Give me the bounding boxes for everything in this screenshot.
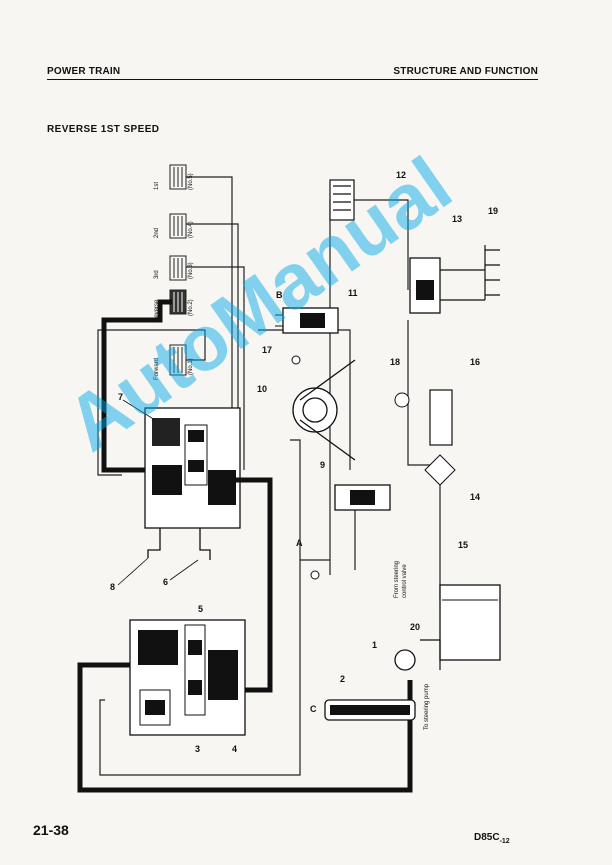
clutch-label-forward: Forward — [154, 358, 160, 380]
tank — [439, 584, 501, 661]
valve-9 — [334, 484, 391, 511]
clutch-no-4: (No.4) — [188, 221, 194, 238]
oil-cooler — [329, 179, 355, 221]
case-16 — [429, 389, 453, 446]
valve-11 — [275, 307, 339, 334]
callout-8: 8 — [110, 582, 115, 592]
check-valve-14 — [424, 454, 456, 486]
main-pressure-line — [225, 477, 273, 693]
clutch-pack-no5 — [169, 164, 187, 190]
clutch-label-reverse: Reverse — [154, 299, 160, 322]
reverse-pressure-line — [101, 299, 172, 473]
callout-1: 1 — [372, 640, 377, 650]
clutch-label-2nd: 2nd — [154, 228, 160, 238]
callout-15: 15 — [458, 540, 468, 550]
callout-3: 3 — [195, 744, 200, 754]
callout-9: 9 — [320, 460, 325, 470]
clutch-pack-no3 — [169, 255, 187, 281]
callout-13: 13 — [452, 214, 462, 224]
clutch-lines — [97, 176, 245, 476]
gauge-18 — [394, 392, 410, 408]
clutch-label-1st: 1st — [154, 182, 160, 190]
clutch-pack-no1 — [169, 344, 187, 376]
callout-10: 10 — [257, 384, 267, 394]
header-section: POWER TRAIN — [47, 66, 121, 77]
oil-filter — [324, 699, 416, 721]
note-from-steering: From steering — [394, 561, 400, 598]
gauge-17 — [291, 355, 301, 365]
port-a — [310, 570, 320, 580]
clutch-no-2: (No.2) — [188, 299, 194, 316]
valve-13 — [409, 245, 500, 314]
note-control-valve: control valve — [402, 564, 408, 598]
torque-converter — [292, 359, 356, 461]
callout-b: B — [276, 290, 283, 300]
clutch-no-5: (No.5) — [188, 173, 194, 190]
clutch-pack-no2 — [169, 289, 187, 315]
model-code: D85C-12 — [474, 832, 510, 845]
clutch-no-1: (No.1) — [188, 358, 194, 375]
header-rule — [47, 79, 538, 80]
strainer — [420, 639, 441, 670]
callout-7: 7 — [118, 392, 123, 402]
callout-c: C — [310, 704, 317, 714]
page-number: 21-38 — [33, 822, 69, 838]
callout-11: 11 — [348, 288, 358, 298]
clutch-packs — [169, 164, 187, 376]
callout-4: 4 — [232, 744, 237, 754]
clutch-no-3: (No.3) — [188, 262, 194, 279]
callout-17: 17 — [262, 345, 272, 355]
clutch-pack-no4 — [169, 213, 187, 239]
callout-6: 6 — [163, 577, 168, 587]
callout-5: 5 — [198, 604, 203, 614]
model-code-sub: -12 — [499, 838, 510, 845]
header-chapter: STRUCTURE AND FUNCTION — [393, 66, 538, 77]
callout-18: 18 — [390, 357, 400, 367]
page-title: REVERSE 1ST SPEED — [47, 124, 160, 135]
transmission-control-valve — [144, 407, 241, 560]
callout-20: 20 — [410, 622, 420, 632]
pump — [394, 649, 416, 671]
callout-16: 16 — [470, 357, 480, 367]
callout-19: 19 — [488, 206, 498, 216]
callout-14: 14 — [470, 492, 480, 502]
callout-12: 12 — [396, 170, 406, 180]
callout-2: 2 — [340, 674, 345, 684]
model-code-main: D85C — [474, 832, 500, 843]
note-to-steering-pump: To steering pump — [424, 683, 430, 730]
pump-pressure-line — [77, 662, 413, 793]
callout-a: A — [296, 538, 303, 548]
clutch-label-3rd: 3rd — [154, 270, 160, 279]
main-relief-valve — [129, 619, 246, 736]
